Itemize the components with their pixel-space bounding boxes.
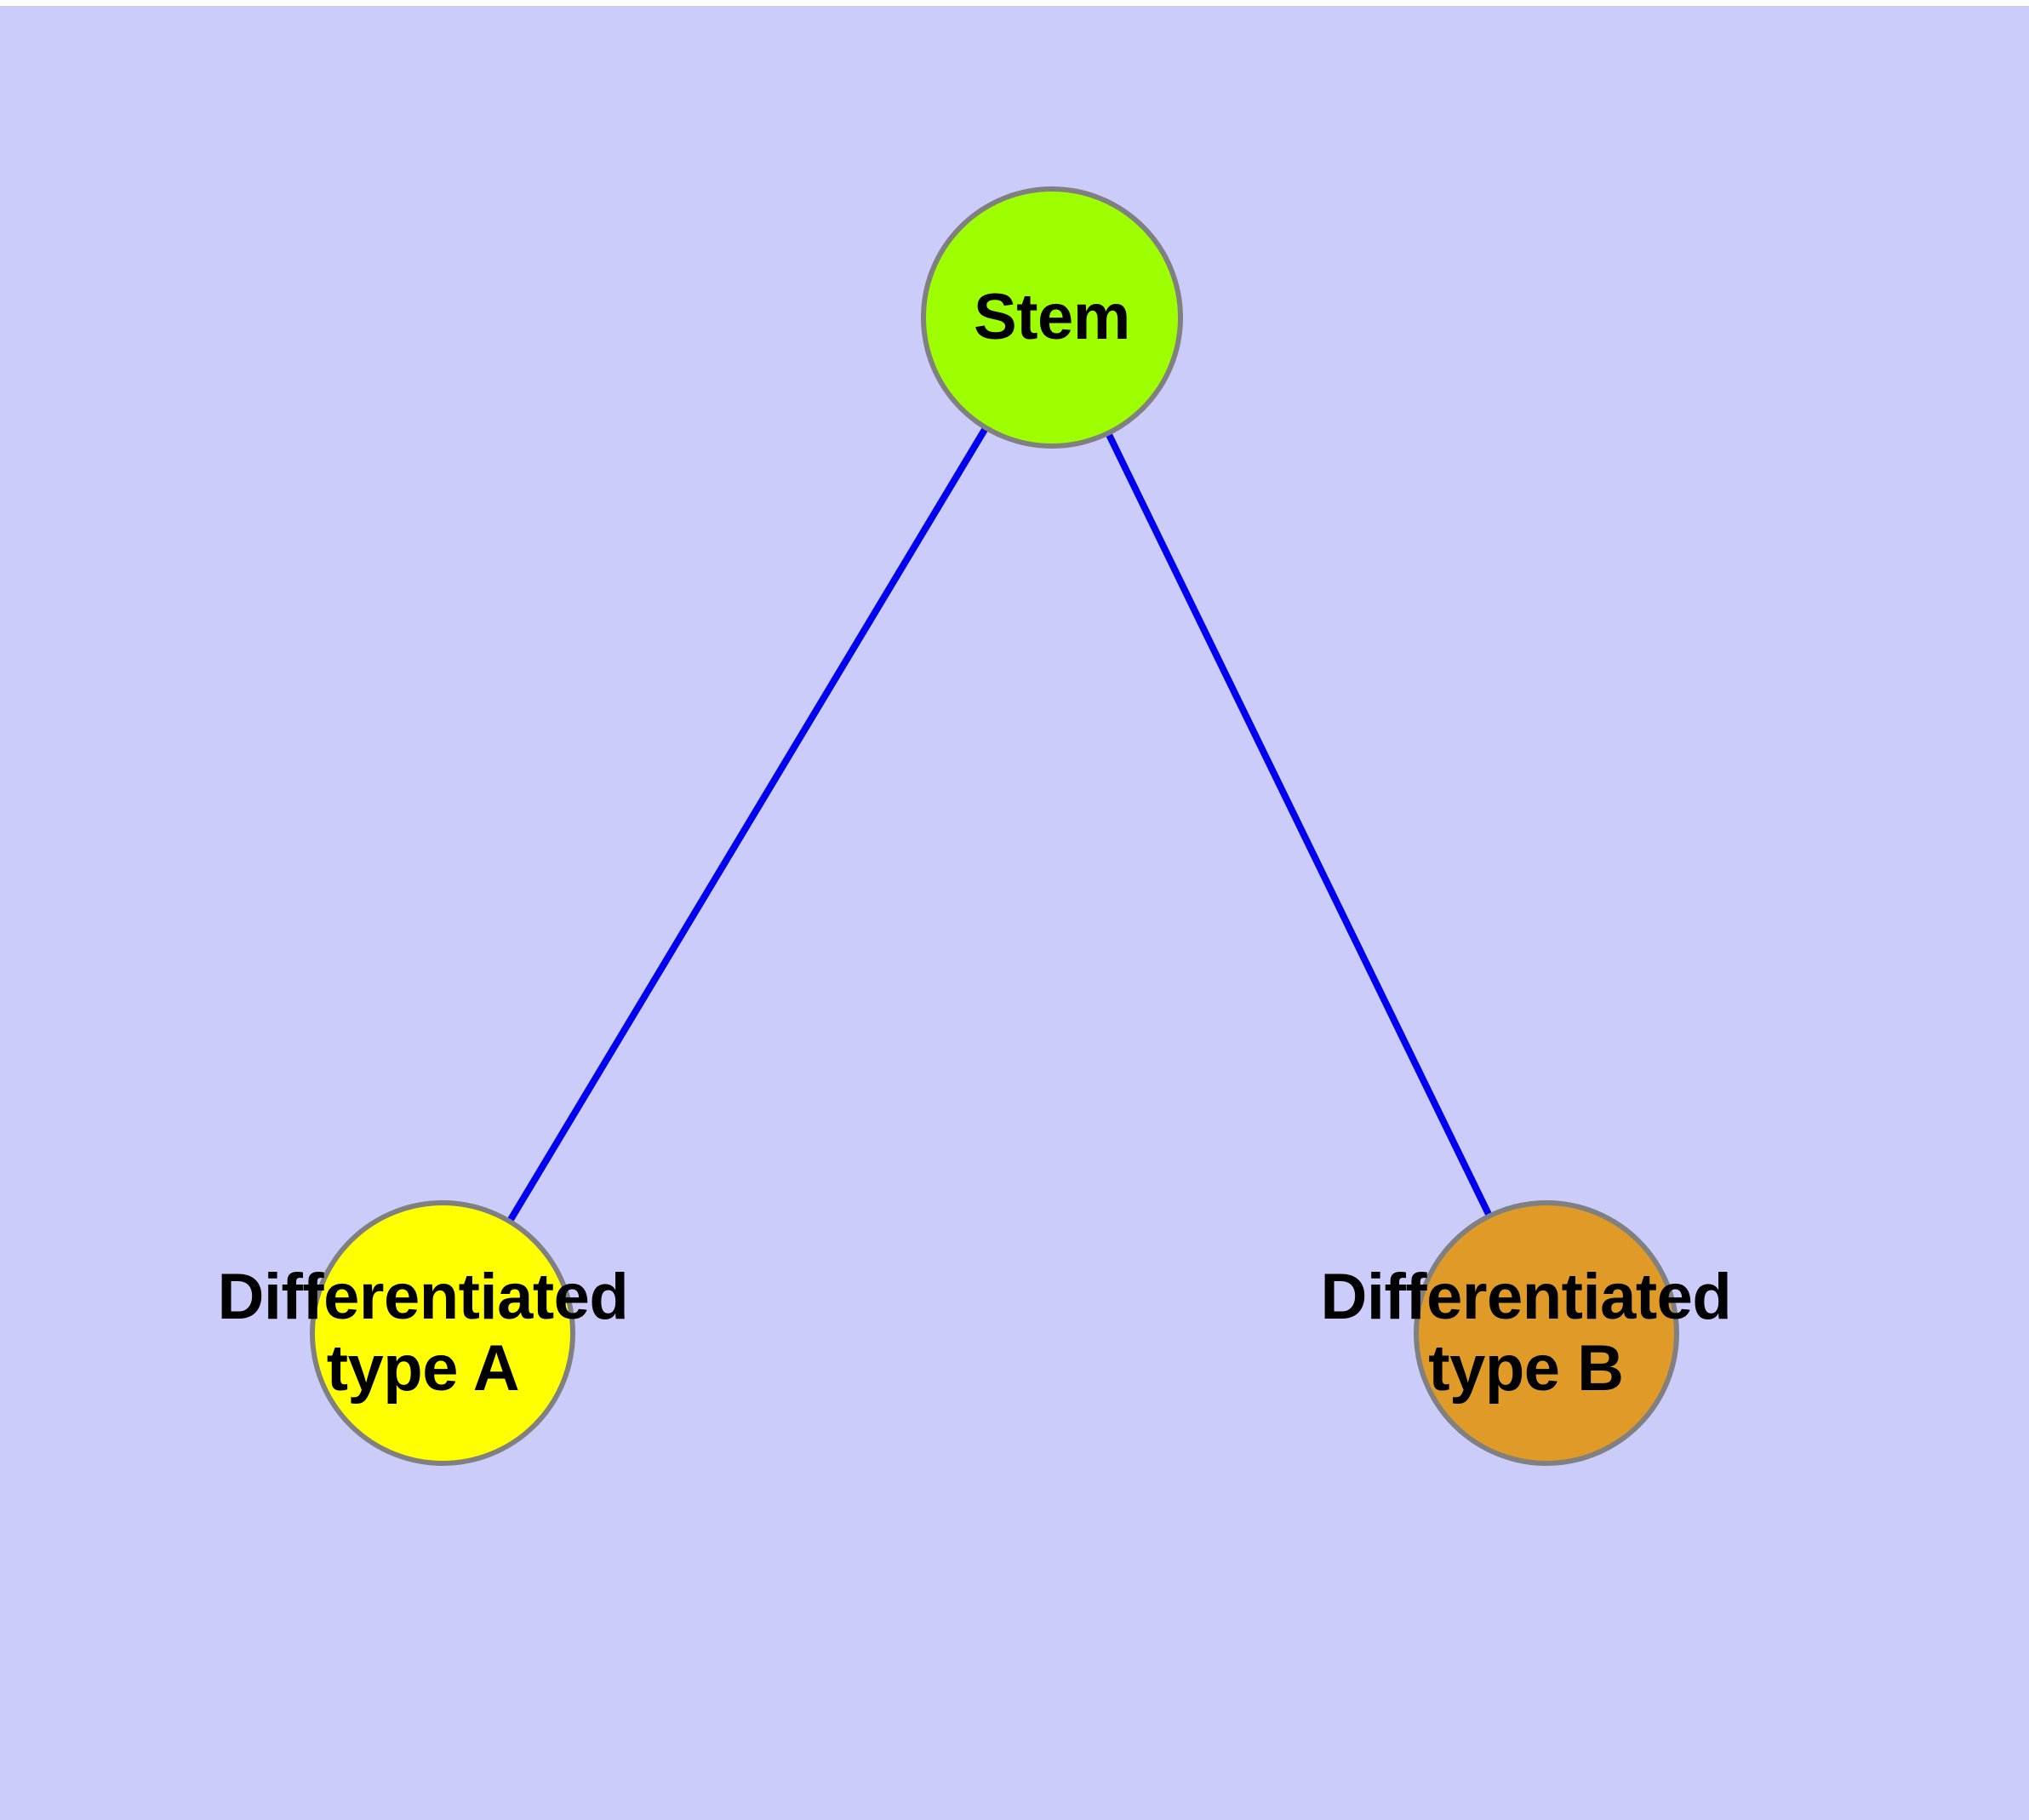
graph-node-diff_b[interactable] <box>1414 1200 1679 1466</box>
nodes-layer <box>310 186 1679 1466</box>
edges-layer <box>506 426 1493 1223</box>
graph-node-diff_a[interactable] <box>310 1200 575 1466</box>
graph-edge-stem-diff_b <box>1105 432 1493 1217</box>
graph-edge-stem-diff_a <box>506 426 989 1223</box>
graph-svg <box>310 186 1679 1466</box>
graph-node-stem[interactable] <box>921 186 1183 449</box>
